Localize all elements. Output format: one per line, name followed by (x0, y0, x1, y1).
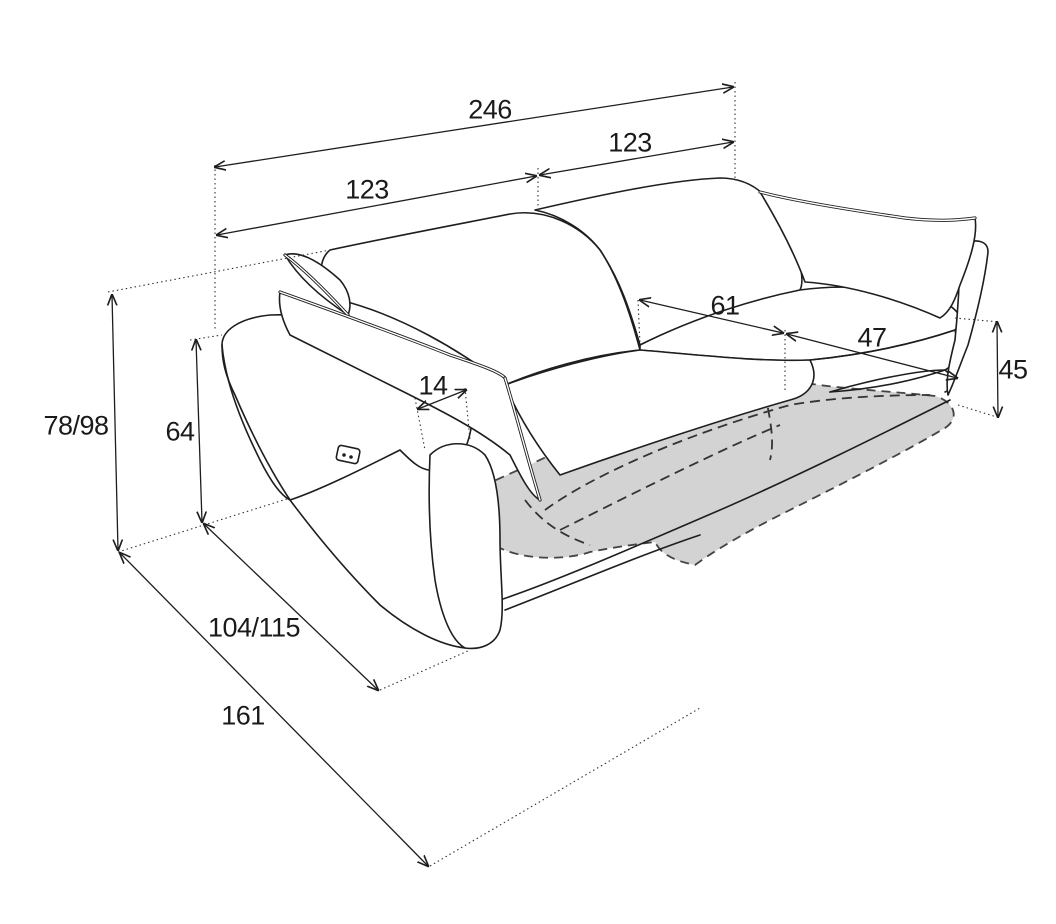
dim-line-height (112, 295, 118, 550)
sofa-base-lower (504, 534, 701, 611)
dim-line-seat-height (997, 322, 998, 417)
reclined-footrest-shape (480, 378, 955, 566)
dim-line-extended-depth (120, 553, 428, 866)
dim-line-123-left (217, 176, 536, 235)
label-seat-width-right: 123 (608, 127, 652, 158)
left-arm-inner-edge (221, 344, 291, 501)
label-overall-width: 246 (468, 94, 512, 125)
sofa-base-front (499, 399, 951, 601)
label-seat-depth: 47 (857, 322, 887, 353)
dim-line-61 (640, 300, 783, 333)
footrest-dash-line-4 (524, 499, 591, 546)
label-depth: 104/115 (207, 612, 301, 643)
label-arm-height: 64 (165, 416, 195, 447)
label-extended-depth: 161 (221, 700, 265, 731)
footrest-dash-line-1 (544, 394, 931, 511)
dim-line-47 (787, 334, 957, 378)
dim-line-arm-height (196, 340, 202, 522)
label-seat-width-left: 123 (345, 174, 389, 205)
seat-cushion-left (504, 349, 815, 476)
dim-line-123-right (540, 142, 733, 175)
left-armrest-front (428, 443, 504, 650)
label-seat-depth-inner: 61 (710, 290, 740, 321)
dim-line-246 (215, 87, 733, 167)
recliner-control-icon (335, 444, 361, 465)
label-arm-width: 14 (418, 370, 448, 401)
label-seat-height: 45 (998, 354, 1028, 385)
label-height: 78/98 (43, 410, 109, 441)
dim-line-arm-width (418, 390, 466, 409)
footrest-dash-line-2 (559, 424, 781, 531)
